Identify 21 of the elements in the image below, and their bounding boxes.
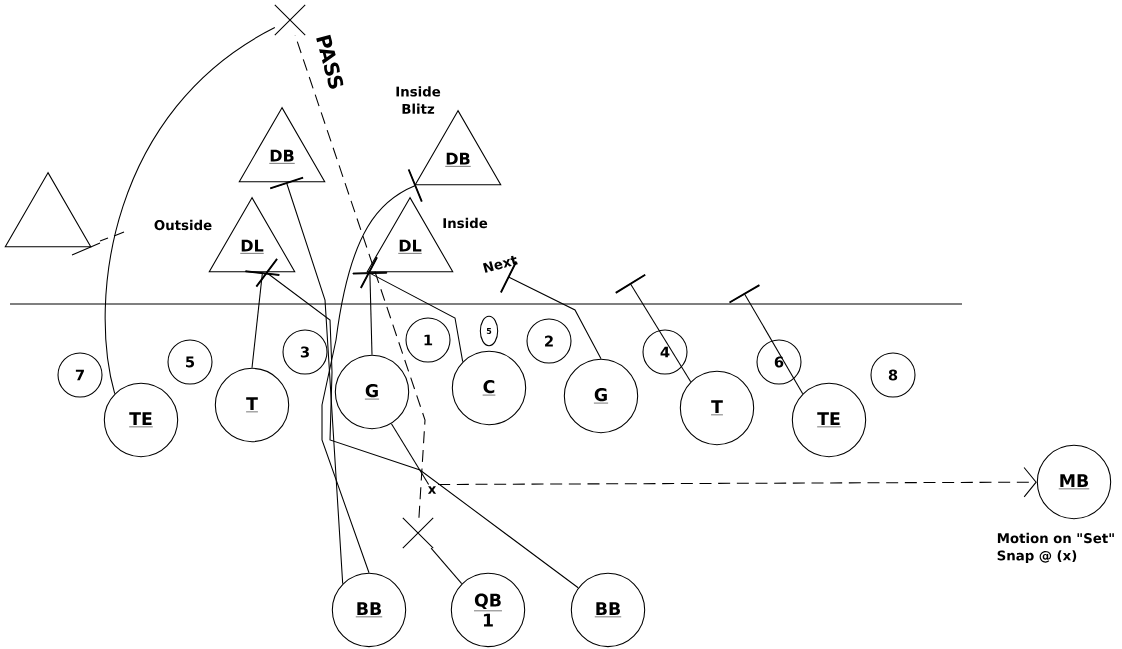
route-line xyxy=(615,274,692,383)
route-line xyxy=(500,261,602,360)
note-label: Inside xyxy=(443,217,488,229)
route-line xyxy=(430,547,463,585)
route-line xyxy=(245,270,280,369)
route-line xyxy=(270,176,344,585)
route-line xyxy=(360,257,464,363)
route-line xyxy=(294,34,426,519)
route-line xyxy=(437,467,1037,498)
cross-mark xyxy=(402,517,434,549)
route-line xyxy=(390,423,430,485)
block-label: Next xyxy=(482,255,518,273)
route-line xyxy=(104,27,276,395)
route-line xyxy=(352,271,388,356)
word-label: PASS xyxy=(316,34,344,89)
snap-mark-label: x xyxy=(427,486,437,494)
note-label: Motion on "Set" Snap @ (x) xyxy=(997,532,1114,564)
route-line xyxy=(321,169,423,574)
cross-mark xyxy=(274,4,306,36)
route-line xyxy=(255,258,579,589)
route-line xyxy=(729,284,804,395)
